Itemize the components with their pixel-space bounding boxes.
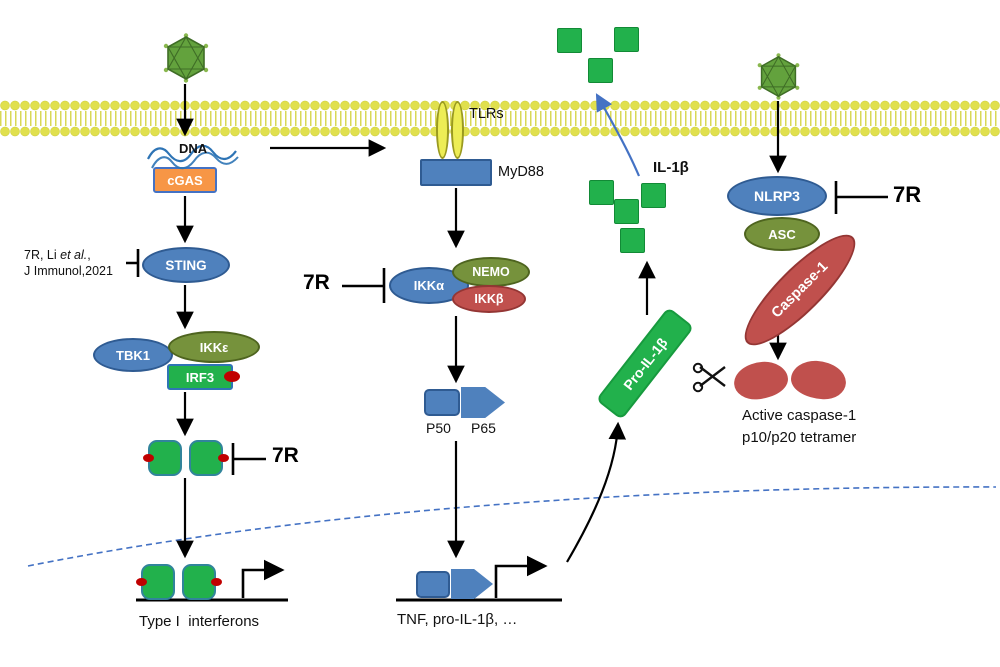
dimer-unit-right — [189, 440, 223, 476]
il1b-square — [641, 183, 666, 208]
tbk1-ellipse: TBK1 — [93, 338, 173, 372]
il1b-square — [589, 180, 614, 205]
irf3-box: IRF3 — [167, 364, 233, 390]
tbar-7r-ikk — [342, 268, 386, 303]
citation-line-2: J Immunol,2021 — [24, 264, 113, 279]
tbar-7r-dimer — [231, 443, 266, 475]
arrow-promoter-to-proil1b — [566, 421, 627, 563]
scissors-icon — [692, 362, 728, 399]
ifn-promoter-complex — [136, 564, 222, 600]
citation-line-1: 7R, Li et al., — [24, 247, 136, 263]
p50-label: P50 — [426, 420, 451, 436]
il1b-label: IL-1β — [653, 159, 689, 176]
cgas-box: cGAS — [153, 167, 217, 193]
active-caspase-label-line2: p10/p20 tetramer — [742, 429, 857, 446]
tnf-transcription-arrow — [494, 555, 548, 598]
caspase-tetramer-left — [732, 360, 790, 401]
il1b-square — [614, 199, 639, 224]
myd88-box — [420, 159, 492, 186]
p50-box — [424, 389, 460, 416]
inhibitor-7r-ikk-label: 7R — [303, 271, 330, 294]
tlrs-label: TLRs — [469, 106, 504, 122]
secreted-il1b-square — [557, 28, 582, 53]
tnf-promoter-p65 — [451, 569, 493, 599]
p65-label: P65 — [471, 420, 496, 436]
asc-ellipse: ASC — [744, 217, 820, 251]
virus-icon-left — [161, 33, 211, 88]
nuclear-membrane-dashed — [27, 486, 997, 567]
virus-icon-right — [755, 53, 802, 105]
nlrp3-ellipse: NLRP3 — [727, 176, 827, 216]
irf3-dimer — [143, 440, 229, 476]
nemo-ellipse: NEMO — [452, 257, 530, 287]
citation-comma: , — [87, 248, 91, 262]
ifn-transcription-arrow — [241, 559, 285, 598]
tlr-ellipse-1 — [436, 101, 449, 159]
ikke-ellipse: IKKε — [168, 331, 260, 363]
type-i-interferons-label: Type I interferons — [139, 613, 260, 630]
phospho-dot-left — [143, 454, 154, 462]
secreted-il1b-square — [588, 58, 613, 83]
caspase-tetramer-right — [790, 359, 847, 401]
tnf-genes-label: TNF, pro-IL-1β, … — [397, 611, 518, 628]
il1b-square — [620, 228, 645, 253]
citation-etal: et al. — [60, 248, 88, 262]
active-caspase-label-line1: Active caspase-1 — [742, 407, 857, 424]
ikkb-ellipse: IKKβ — [452, 285, 526, 313]
irf3-phospho-dot — [224, 371, 240, 382]
citation-text: 7R, Li — [24, 248, 61, 262]
phospho-dot-right — [211, 578, 222, 586]
inhibitor-7r-nlrp3-label: 7R — [893, 182, 922, 207]
inhibitor-7r-dimer-label: 7R — [272, 444, 299, 467]
membrane-inner-leaflet — [0, 126, 1000, 137]
sting-ellipse: STING — [142, 247, 230, 283]
phospho-dot-right — [218, 454, 229, 462]
dimer-unit-right — [182, 564, 216, 600]
tnf-promoter-p50 — [416, 571, 450, 598]
tbar-7r-nlrp3 — [834, 181, 888, 214]
membrane-lipid-tails — [0, 111, 1000, 126]
secreted-il1b-square — [614, 27, 639, 52]
dna-label: DNA — [179, 141, 208, 156]
pro-il1b-shape: Pro-IL-1β — [595, 306, 695, 421]
p65-arrow-shape — [461, 387, 505, 418]
cell-membrane — [0, 100, 1000, 137]
myd88-label: MyD88 — [498, 164, 544, 180]
membrane-outer-leaflet — [0, 100, 1000, 111]
phospho-dot-left — [136, 578, 147, 586]
tlr-ellipse-2 — [451, 101, 464, 159]
citation-annotation: 7R, Li et al., J Immunol,2021 — [24, 247, 136, 280]
